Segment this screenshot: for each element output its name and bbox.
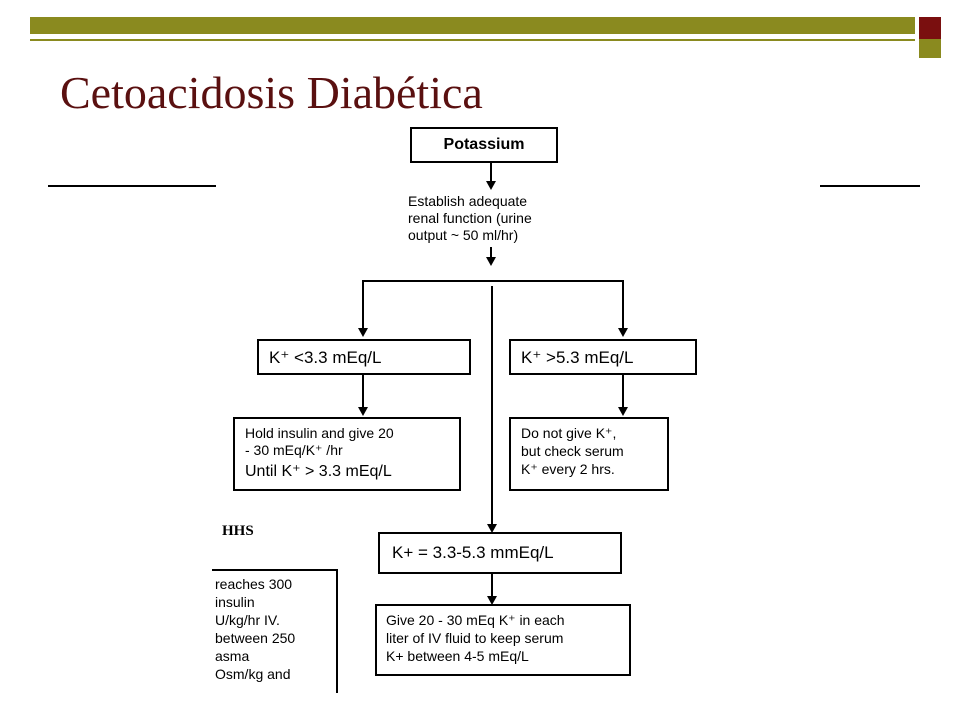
hhs-line-5: asma (215, 648, 250, 664)
corner-square-dark (919, 17, 941, 39)
header-band-line (30, 39, 915, 41)
arrow-down-icon (486, 181, 496, 190)
arrow-down-icon (487, 596, 497, 605)
corner-square-olive (919, 39, 941, 58)
hold-insulin-box: Hold insulin and give 20 - 30 mEq/K⁺ /hr… (233, 417, 461, 491)
k-mid-box: K+ = 3.3-5.3 mmEq/L (378, 532, 622, 574)
hold-insulin-line-1: Hold insulin and give 20 (245, 425, 394, 441)
do-not-give-line-2: but check serum (521, 443, 624, 459)
arrow-down-icon (358, 328, 368, 337)
branch-horizontal-line (362, 280, 624, 282)
k-high-label: K⁺ >5.3 mEq/L (521, 348, 634, 367)
establish-line-2: renal function (urine (408, 210, 532, 226)
k-mid-label: K+ = 3.3-5.3 mmEq/L (392, 543, 554, 562)
hhs-label: HHS (222, 523, 254, 539)
potassium-label: Potassium (443, 136, 525, 153)
establish-line-1: Establish adequate (408, 193, 528, 209)
connector-line (362, 280, 364, 330)
title-underline-left (48, 185, 216, 187)
connector-line (491, 574, 493, 598)
hold-insulin-line-2: - 30 mEq/K⁺ /hr (245, 442, 343, 458)
arrow-down-icon (358, 407, 368, 416)
k-low-box: K⁺ <3.3 mEq/L (257, 339, 471, 375)
hhs-line-1: reaches 300 (215, 576, 293, 592)
k-low-label: K⁺ <3.3 mEq/L (269, 348, 382, 367)
header-band (30, 17, 915, 34)
potassium-box: Potassium (410, 127, 558, 163)
do-not-give-line-1: Do not give K⁺, (521, 425, 617, 441)
give-20-box: Give 20 - 30 mEq K⁺ in each liter of IV … (375, 604, 631, 676)
connector-line (622, 280, 624, 330)
give-20-line-1: Give 20 - 30 mEq K⁺ in each (386, 612, 565, 628)
connector-line (490, 163, 492, 183)
hhs-fragment: HHS reaches 300 insulin U/kg/hr IV. betw… (212, 520, 342, 693)
arrow-down-icon (486, 257, 496, 266)
give-20-line-3: K+ between 4-5 mEq/L (386, 648, 529, 664)
arrow-down-icon (487, 524, 497, 533)
hhs-line-4: between 250 (215, 630, 296, 646)
give-20-line-2: liter of IV fluid to keep serum (386, 630, 564, 646)
hhs-line-2: insulin (215, 594, 255, 610)
k-high-box: K⁺ >5.3 mEq/L (509, 339, 697, 375)
connector-line (491, 286, 493, 526)
do-not-give-line-3: K⁺ every 2 hrs. (521, 461, 615, 477)
hhs-line-7: . (215, 683, 219, 693)
hhs-box (212, 569, 338, 693)
title-underline-right (820, 185, 920, 187)
arrow-down-icon (618, 407, 628, 416)
connector-line (622, 375, 624, 409)
hold-insulin-line-3: Until K⁺ > 3.3 mEq/L (245, 463, 392, 480)
do-not-give-box: Do not give K⁺, but check serum K⁺ every… (509, 417, 669, 491)
establish-line-3: output ~ 50 ml/hr) (408, 227, 519, 243)
hhs-line-3: U/kg/hr IV. (215, 612, 280, 628)
arrow-down-icon (618, 328, 628, 337)
hhs-line-6: Osm/kg and (215, 666, 291, 682)
connector-line (362, 375, 364, 409)
slide-title: Cetoacidosis Diabética (60, 67, 483, 118)
connector-line (490, 247, 492, 259)
